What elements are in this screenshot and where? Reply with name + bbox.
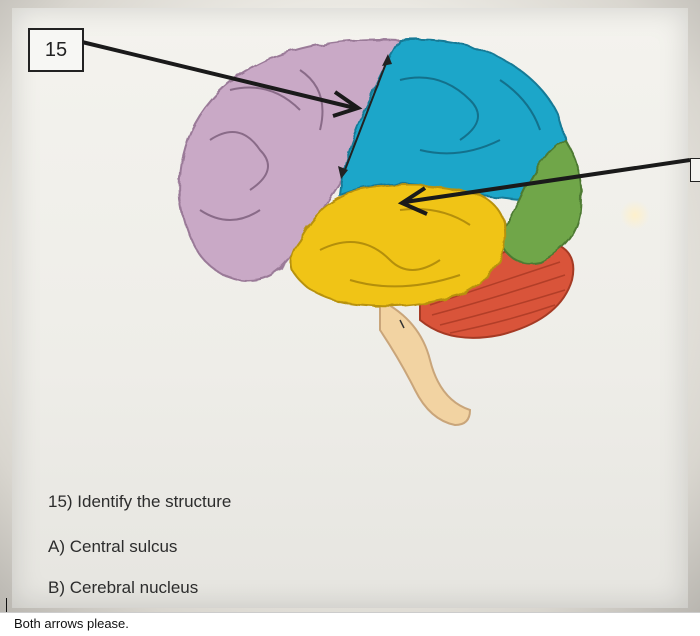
brainstem (379, 298, 472, 427)
text-cursor (6, 598, 7, 614)
caption-bar: Both arrows please. (0, 612, 700, 636)
option-a: A) Central sulcus (48, 537, 178, 556)
answer-box-right (690, 158, 700, 182)
option-b: B) Cerebral nucleus (48, 578, 199, 597)
question-title: 15) Identify the structure (48, 492, 232, 511)
brain-illustration (81, 38, 691, 427)
occipital-lobe (498, 138, 582, 264)
question-number: 15 (44, 38, 68, 61)
screen-glare (620, 200, 650, 230)
photo: 15 15) Identify the structure A) Central… (0, 0, 700, 612)
question-number-box: 15 (28, 28, 84, 72)
caption-text: Both arrows please. (14, 616, 129, 631)
